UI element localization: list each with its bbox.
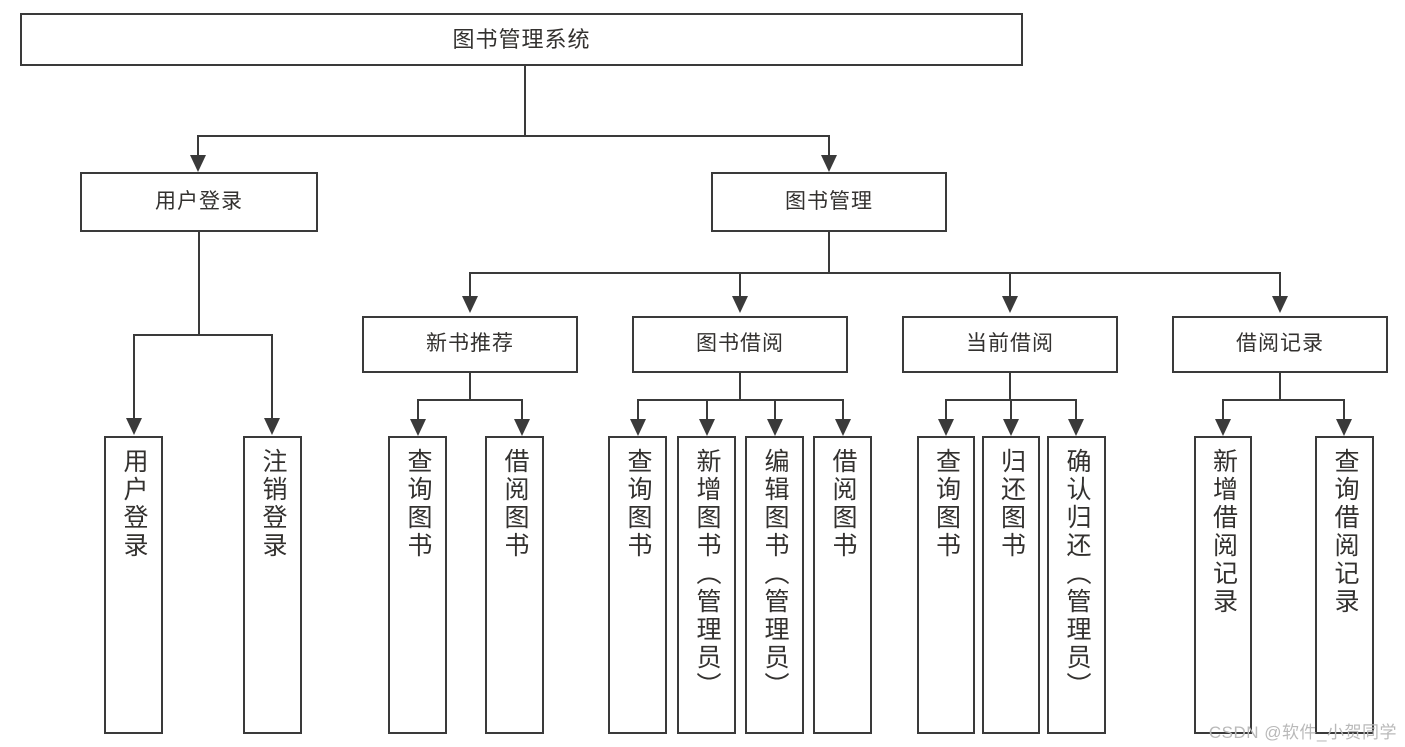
- connector-user-login-bus: [133, 334, 272, 336]
- node-label: 查询图书: [624, 448, 652, 560]
- leaf-return-book[interactable]: 归还图书: [982, 436, 1040, 734]
- node-label: 借阅记录: [1236, 332, 1324, 356]
- connector-current-borrow-stem: [1009, 373, 1011, 401]
- connector-current-borrow-c2: [1010, 399, 1012, 421]
- connector-book-manage-stem: [828, 232, 830, 274]
- node-label: 确认归还（管理员）: [1063, 448, 1091, 700]
- node-borrow-record[interactable]: 借阅记录: [1172, 316, 1388, 373]
- leaf-confirm-return-admin[interactable]: 确认归还（管理员）: [1047, 436, 1106, 734]
- arrow-to-leaf-confirm-return: [1068, 419, 1084, 436]
- connector-user-login-right: [271, 334, 273, 420]
- connector-borrow-record-stem: [1279, 373, 1281, 401]
- connector-new-book-c2: [521, 399, 523, 421]
- node-current-borrow[interactable]: 当前借阅: [902, 316, 1118, 373]
- node-label: 归还图书: [997, 448, 1026, 560]
- connector-to-book-borrow: [739, 272, 741, 298]
- node-label: 用户登录: [120, 448, 148, 560]
- leaf-logout[interactable]: 注销登录: [243, 436, 302, 734]
- node-label: 图书管理系统: [452, 26, 591, 52]
- connector-borrow-record-bus: [1222, 399, 1344, 401]
- connector-current-borrow-c3: [1075, 399, 1077, 421]
- arrow-to-new-book: [462, 296, 478, 313]
- node-label: 当前借阅: [966, 332, 1054, 356]
- leaf-query-book-current[interactable]: 查询图书: [917, 436, 975, 734]
- arrow-to-leaf-query-book-3: [938, 419, 954, 436]
- connector-root-stem: [524, 66, 526, 136]
- node-label: 新增图书（管理员）: [693, 448, 721, 700]
- connector-book-manage-bus: [469, 272, 1281, 274]
- connector-user-login-left: [133, 334, 135, 420]
- node-root-system[interactable]: 图书管理系统: [20, 13, 1023, 66]
- arrow-to-leaf-query-record: [1336, 419, 1352, 436]
- node-label: 注销登录: [259, 448, 287, 560]
- arrow-to-leaf-return-book: [1003, 419, 1019, 436]
- connector-new-book-c1: [417, 399, 419, 421]
- connector-book-borrow-c3: [774, 399, 776, 421]
- node-label: 图书借阅: [696, 332, 784, 356]
- node-new-book-recommend[interactable]: 新书推荐: [362, 316, 578, 373]
- arrow-to-leaf-logout: [264, 418, 280, 435]
- arrow-to-leaf-query-book-2: [630, 419, 646, 436]
- leaf-add-borrow-record[interactable]: 新增借阅记录: [1194, 436, 1252, 734]
- node-label: 查询图书: [404, 448, 432, 560]
- leaf-borrow-book-recommend[interactable]: 借阅图书: [485, 436, 544, 734]
- node-book-management[interactable]: 图书管理: [711, 172, 947, 232]
- connector-borrow-record-c1: [1222, 399, 1224, 421]
- node-label: 新增借阅记录: [1209, 448, 1238, 616]
- connector-to-current-borrow: [1009, 272, 1011, 298]
- arrow-to-leaf-add-record: [1215, 419, 1231, 436]
- connector-user-login-stem: [198, 232, 200, 336]
- leaf-query-book-recommend[interactable]: 查询图书: [388, 436, 447, 734]
- node-label: 新书推荐: [426, 332, 514, 356]
- connector-to-new-book: [469, 272, 471, 298]
- node-label: 借阅图书: [829, 448, 857, 560]
- arrow-to-borrow-record: [1272, 296, 1288, 313]
- leaf-query-book-borrow[interactable]: 查询图书: [608, 436, 667, 734]
- leaf-query-borrow-record[interactable]: 查询借阅记录: [1315, 436, 1374, 734]
- connector-root-to-book-manage: [828, 135, 830, 157]
- arrow-to-book-manage: [821, 155, 837, 172]
- arrow-to-leaf-edit-book: [767, 419, 783, 436]
- connector-new-book-stem: [469, 373, 471, 401]
- connector-book-borrow-c4: [842, 399, 844, 421]
- leaf-user-login[interactable]: 用户登录: [104, 436, 163, 734]
- arrow-to-leaf-query-book-1: [410, 419, 426, 436]
- node-label: 编辑图书（管理员）: [761, 448, 789, 700]
- node-user-login[interactable]: 用户登录: [80, 172, 318, 232]
- connector-new-book-bus: [417, 399, 522, 401]
- arrow-to-book-borrow: [732, 296, 748, 313]
- leaf-add-book-admin[interactable]: 新增图书（管理员）: [677, 436, 736, 734]
- node-label: 用户登录: [155, 189, 243, 213]
- connector-to-borrow-record: [1279, 272, 1281, 298]
- node-book-borrow[interactable]: 图书借阅: [632, 316, 848, 373]
- arrow-to-leaf-user-login: [126, 418, 142, 435]
- connector-book-borrow-stem: [739, 373, 741, 401]
- arrow-to-user-login: [190, 155, 206, 172]
- connector-book-borrow-bus: [637, 399, 843, 401]
- arrow-to-current-borrow: [1002, 296, 1018, 313]
- arrow-to-leaf-borrow-book-1: [514, 419, 530, 436]
- leaf-borrow-book[interactable]: 借阅图书: [813, 436, 872, 734]
- connector-root-bus: [197, 135, 829, 137]
- node-label: 查询借阅记录: [1331, 448, 1359, 616]
- connector-book-borrow-c1: [637, 399, 639, 421]
- arrow-to-leaf-add-book: [699, 419, 715, 436]
- node-label: 查询图书: [932, 448, 961, 560]
- node-label: 图书管理: [785, 189, 873, 213]
- connector-book-borrow-c2: [706, 399, 708, 421]
- node-label: 借阅图书: [501, 448, 529, 560]
- leaf-edit-book-admin[interactable]: 编辑图书（管理员）: [745, 436, 804, 734]
- connector-root-to-user-login: [197, 135, 199, 157]
- arrow-to-leaf-borrow-book-2: [835, 419, 851, 436]
- connector-current-borrow-c1: [945, 399, 947, 421]
- connector-borrow-record-c2: [1343, 399, 1345, 421]
